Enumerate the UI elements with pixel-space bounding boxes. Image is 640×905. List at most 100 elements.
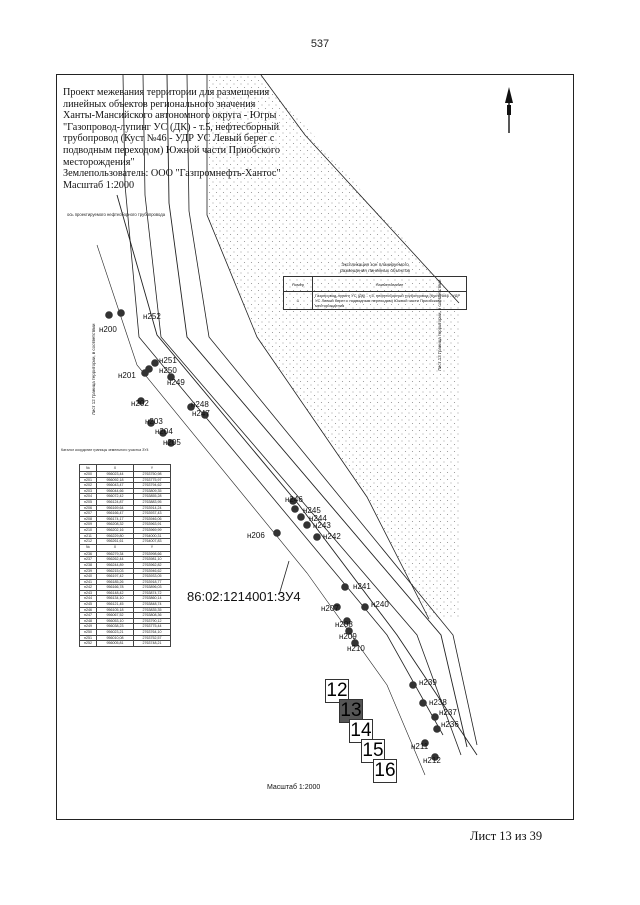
boundary-point-marker xyxy=(187,403,195,411)
boundary-line-2 xyxy=(142,75,462,756)
boundary-point-marker xyxy=(141,369,149,377)
boundary-point-label: н211 xyxy=(411,742,429,751)
boundary-point-marker xyxy=(201,411,209,419)
boundary-point-marker xyxy=(273,529,281,537)
side-label-left: Лист 12 Граница территории, в соответств… xyxy=(91,323,96,415)
coord-header-cell: X xyxy=(96,464,134,472)
title-line-2: линейных объектов регионального значения xyxy=(63,98,256,110)
boundary-point-marker xyxy=(341,583,349,591)
page-number: 537 xyxy=(310,38,330,50)
boundary-point-label: н242 xyxy=(323,532,341,541)
boundary-point-label: н247 xyxy=(192,409,210,418)
boundary-point-label: н201 xyxy=(118,371,136,380)
boundary-point-marker xyxy=(361,603,369,611)
coord-cell: 2763750,98 xyxy=(133,471,171,478)
north-arrow-icon xyxy=(505,87,513,133)
side-label-right: Лист 13 Граница территории, в соответств… xyxy=(437,279,442,371)
boundary-point-marker xyxy=(159,429,167,437)
boundary-point-label: н212 xyxy=(423,756,441,765)
boundary-point-label: н208 xyxy=(335,620,353,629)
boundary-point-marker xyxy=(137,397,145,405)
boundary-line-6 xyxy=(260,75,460,304)
boundary-point-marker xyxy=(313,533,321,541)
boundary-point-label: н203 xyxy=(145,417,163,426)
coord-header-cell: № xyxy=(79,464,97,472)
coord-cell: 2763809,35 xyxy=(133,487,171,495)
axis-label: ось проектируемого нефтесборного трубопр… xyxy=(67,212,166,217)
bottom-scale: Масштаб 1:2000 xyxy=(267,784,321,791)
boundary-point-label: н207 xyxy=(321,604,339,613)
boundary-point-label: н250 xyxy=(159,366,177,375)
explication-caption: Экспликация зон планируемого размещения … xyxy=(340,262,410,273)
boundary-point-label: н237 xyxy=(439,708,457,717)
land-user: Землепользователь: ООО "Газпромнефть-Хан… xyxy=(63,168,281,180)
title-line-1: Проект межевания территории для размещен… xyxy=(63,87,270,98)
boundary-line-5 xyxy=(206,75,430,620)
coord-cell: 2763775,97 xyxy=(133,476,171,484)
col-name-header: Наименование xyxy=(312,276,467,292)
title-line-5: трубопровод (Куст №46 - УДР УС Левый бер… xyxy=(63,133,275,145)
boundary-point-label: н200 xyxy=(99,325,117,334)
parcel-leader-line xyxy=(278,560,290,596)
boundary-point-label: н210 xyxy=(347,644,365,653)
boundary-point-label: н206 xyxy=(247,531,265,540)
coord-table-caption: Каталог координат границы земельного уча… xyxy=(61,448,149,452)
sheet-tile-16: 16 xyxy=(373,759,397,783)
boundary-point-label: н238 xyxy=(429,698,447,707)
boundary-point-marker xyxy=(433,725,441,733)
boundary-point-marker xyxy=(289,497,297,505)
col-number-header: Номер xyxy=(283,276,313,292)
boundary-line-4 xyxy=(186,75,478,746)
boundary-point-label: н243 xyxy=(313,521,331,530)
boundary-point-label: н202 xyxy=(131,399,149,408)
coord-cell: 956005,81 xyxy=(96,640,134,647)
boundary-point-label: н245 xyxy=(303,506,321,515)
boundary-point-label: н239 xyxy=(419,678,437,687)
boundary-point-marker xyxy=(431,713,439,721)
boundary-point-label: н244 xyxy=(309,514,327,523)
boundary-point-marker xyxy=(167,373,175,381)
explication-row-name: Газопровод-лупинг УС (ДК) - т.5, нефтесб… xyxy=(312,291,467,310)
coord-cell: 2763748,21 xyxy=(133,640,171,647)
boundary-point-marker xyxy=(303,521,311,529)
boundary-point-label: н205 xyxy=(163,438,181,447)
boundary-point-label: н209 xyxy=(339,632,357,641)
coord-cell: 2763883,95 xyxy=(133,499,171,506)
coord-header-cell: Y xyxy=(133,543,171,552)
boundary-point-label: н249 xyxy=(167,378,185,387)
explication-row-number: 1 xyxy=(283,291,313,310)
boundary-point-label: н252 xyxy=(143,312,161,321)
title-line-3: Ханты-Мансийского автономного округа - Ю… xyxy=(63,110,277,122)
boundary-point-marker xyxy=(167,439,175,447)
boundary-point-label: н236 xyxy=(441,720,459,729)
boundary-line-3 xyxy=(166,75,468,748)
map-drawing xyxy=(96,75,513,776)
boundary-point-marker xyxy=(333,603,341,611)
boundary-point-marker xyxy=(421,739,429,747)
boundary-line-7 xyxy=(116,194,478,756)
coord-cell: 2763794,62 xyxy=(133,482,171,489)
boundary-point-marker xyxy=(117,309,125,317)
boundary-point-label: н240 xyxy=(371,600,389,609)
title-line-4: "Газопровод-лупинг УС (ДК) - т.5, нефтес… xyxy=(63,121,280,133)
coord-header-cell: Y xyxy=(133,464,171,472)
planned-zone-hatch xyxy=(207,75,459,619)
coord-cell: н252 xyxy=(79,640,97,647)
coord-header-cell: X xyxy=(96,543,134,552)
title-block: Проект межевания территории для размещен… xyxy=(63,87,289,191)
coord-header-cell: № xyxy=(79,543,97,552)
sheet-counter: Лист 13 из 39 xyxy=(470,829,543,843)
boundary-point-marker xyxy=(351,639,359,647)
title-line-7: месторождения" xyxy=(63,156,135,168)
